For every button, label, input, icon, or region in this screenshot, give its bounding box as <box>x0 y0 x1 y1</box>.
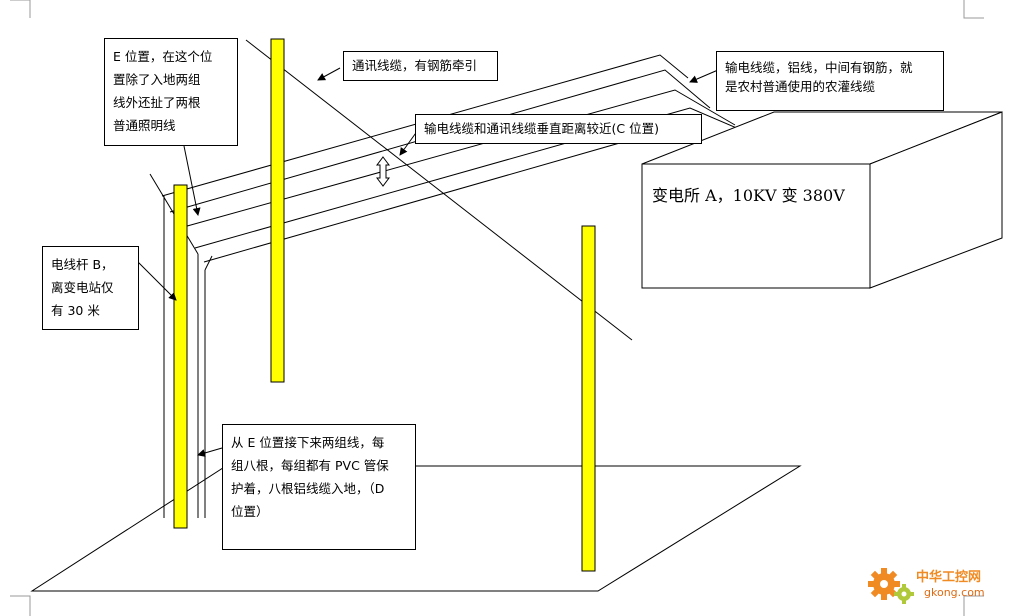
pole-b-line-2: 离变电站仅 <box>51 280 114 295</box>
position-d-line-1: 从 E 位置接下来两组线，每 <box>231 435 385 450</box>
substation-label: 变电所 A，10KV 变 380V <box>652 186 845 205</box>
position-e-line-2: 置除了入地两组 <box>113 72 201 87</box>
page-corner-marks <box>10 0 984 616</box>
pole-right <box>581 225 596 572</box>
watermark-domain: gkong.com <box>924 586 985 599</box>
ground-plane <box>30 465 802 592</box>
watermark-name: 中华工控网 <box>916 570 982 585</box>
position-e-line-4: 普通照明线 <box>113 118 176 133</box>
vertical-distance-text: 输电线缆和通讯线缆垂直距离较近(C 位置) <box>424 121 659 136</box>
position-e-line-3: 线外还扯了两根 <box>113 95 201 110</box>
comm-cable-text: 通讯线缆，有钢筋牵引 <box>352 58 478 73</box>
watermark: 中华工控网 gkong.com <box>864 558 1004 608</box>
pole-b-callout: 电线杆 B， 离变电站仅 有 30 米 <box>42 246 139 330</box>
pole-b-line-3: 有 30 米 <box>51 303 100 318</box>
power-cable-callout: 输电线缆，铝线，中间有钢筋，就 是农村普通使用的农灌线缆 <box>716 51 944 111</box>
diagonal-line <box>245 39 633 341</box>
substation-box <box>641 111 1003 289</box>
gear-icon <box>868 568 914 604</box>
vertical-distance-arrow <box>376 156 390 187</box>
position-d-line-2: 组八根，每组都有 PVC 管保 <box>231 458 389 473</box>
position-d-callout: 从 E 位置接下来两组线，每 组八根，每组都有 PVC 管保 护着，八根铝线缆入… <box>222 424 416 550</box>
position-e-line-1: E 位置，在这个位 <box>113 49 213 64</box>
position-d-line-4: 位置） <box>231 504 269 519</box>
power-cable-line-1: 输电线缆，铝线，中间有钢筋，就 <box>725 60 913 75</box>
pole-b-line-1: 电线杆 B， <box>51 257 114 272</box>
pole-b <box>173 184 188 529</box>
pole-middle <box>270 38 285 383</box>
comm-cable-callout: 通讯线缆，有钢筋牵引 <box>343 51 498 81</box>
pole-b-outline <box>149 173 213 518</box>
position-d-line-3: 护着，八根铝线缆入地，（D <box>231 481 385 496</box>
power-cable-line-2: 是农村普通使用的农灌线缆 <box>725 79 876 94</box>
vertical-distance-callout: 输电线缆和通讯线缆垂直距离较近(C 位置) <box>415 114 702 144</box>
position-e-callout: E 位置，在这个位 置除了入地两组 线外还扯了两根 普通照明线 <box>104 38 238 146</box>
pointer-arrows <box>137 67 719 457</box>
